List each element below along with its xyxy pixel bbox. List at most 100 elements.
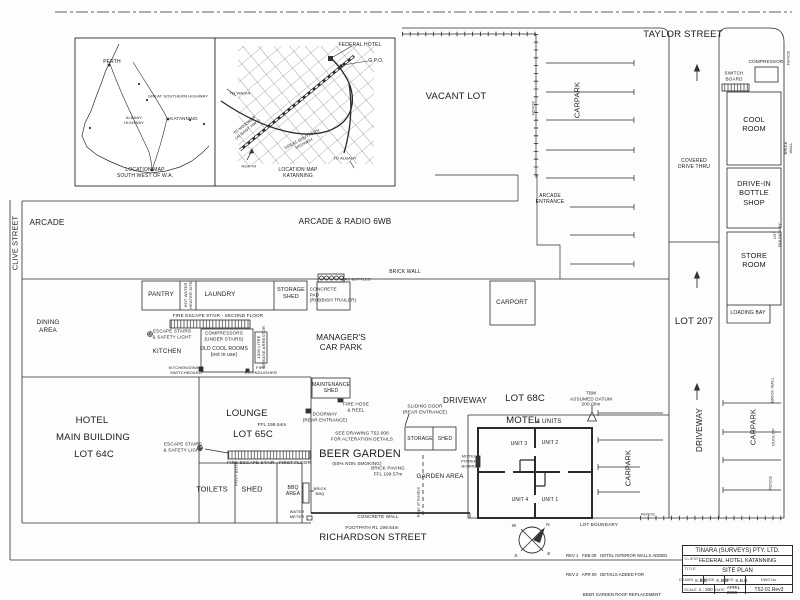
label-old-cool-rooms: OLD COOL ROOMS (not in use) <box>199 345 249 358</box>
label-compressors-under-stairs: COMPRESSORS (UNDER STAIRS) <box>204 330 244 341</box>
label-fire-escape-first: FIRE ESCAPE STAIR - FIRST FLOOR <box>227 460 311 466</box>
label-taylor-street: TAYLOR STREET <box>643 29 723 41</box>
label-bbq-area: BBQ AREA <box>285 484 301 497</box>
scale-cell: SCALE 1 : 200 <box>683 585 715 594</box>
label-motel-power-board: MOTEL POWER BOARD <box>461 453 477 469</box>
label-water-meter: WATER METER <box>289 509 305 519</box>
label-carpark-east: CARPARK <box>748 408 758 446</box>
label-fire-escape-second: FIRE ESCAPE STAIR - SECOND FLOOR <box>172 313 264 319</box>
label-escape-stairs-2: ESCAPE STAIRS & SAFETY LIGHT <box>163 441 203 452</box>
label-map-gpo: G.P.O. <box>368 57 384 64</box>
label-map-north: NORTH <box>241 163 257 169</box>
revision-notes: REV 1 FEB 08 HOTEL INTERIOR WALLS ADDED … <box>566 540 667 600</box>
label-beer-garden: BEER GARDEN <box>319 448 401 461</box>
label-fence-north: FENCE <box>530 100 536 116</box>
date-label: DATE <box>715 587 725 592</box>
label-arcade-radio: ARCADE & RADIO 6WB <box>298 216 392 226</box>
boundaries <box>9 11 792 561</box>
label-kitchen: KITCHEN <box>152 348 182 356</box>
label-tbm-datum: TBM ASSUMED DATUM 200.00m <box>570 390 612 407</box>
label-dining-area: DINING AREA <box>36 319 60 334</box>
label-unit-1: UNIT 1 <box>541 496 559 503</box>
drawn-label: DRAWN <box>679 578 694 582</box>
design-label: DESIGN <box>699 578 715 582</box>
label-carport: CARPORT <box>496 299 528 307</box>
compass-n: N <box>546 522 550 528</box>
label-lot-68c: LOT 68C <box>505 393 545 405</box>
label-post-box: POST BOX <box>233 464 239 486</box>
label-map-federal-hotel: FEDERAL HOTEL <box>338 41 382 48</box>
client-value: FEDERAL HOTEL KATANNING <box>698 557 777 564</box>
label-pantry: PANTRY <box>148 291 174 299</box>
label-brick-wall: BRICK WALL <box>389 268 421 275</box>
revision-1: REV 1 FEB 08 HOTEL INTERIOR WALLS ADDED <box>566 552 668 558</box>
label-map-albany-highway: ALBANY HIGHWAY <box>124 115 144 125</box>
checked-label: CHKD <box>722 578 734 582</box>
label-concrete-wall: CONCRETE WALL <box>357 514 399 520</box>
label-driveway-east: DRIVEWAY <box>694 408 704 452</box>
label-storage-shed-north: STORAGE SHED <box>277 287 305 300</box>
label-dunlop: DUNLOP <box>770 428 776 446</box>
checked-cell: CHKD K.B.B <box>722 576 748 584</box>
compass-rose <box>518 526 546 554</box>
label-see-drawing: SEE DRAWING T52-008 FOR ALTERATION DETAI… <box>330 430 394 441</box>
label-laundry: LAUNDRY <box>204 291 236 299</box>
label-lot-boundary-south: LOT BOUNDARY <box>580 522 618 528</box>
label-doorway-rear: DOORWAY (REAR ENTRANCE) <box>302 411 348 422</box>
label-covered-drive-thru: COVERED DRIVE THRU <box>678 157 710 170</box>
label-fire-hose-reel: FIRE HOSE & REEL <box>342 401 370 412</box>
revision-2b: BEER GARDEN ROOF REPLACEMENT <box>566 591 662 597</box>
design-cell: DESIGN K.B.B <box>700 576 729 584</box>
label-map-perth: PERTH <box>103 58 121 65</box>
dwg-number-cell: T52-01 Rev3 <box>746 585 792 594</box>
date-cell: DATE APRIL 2006 <box>715 584 746 595</box>
checked-value: K.B.B <box>735 577 748 583</box>
label-clive-street: CLIVE STREET <box>10 215 20 271</box>
label-shed-toilet-row: SHED <box>241 484 263 494</box>
drawn-value: K.B.B <box>695 577 707 583</box>
title-block: TINARA (SURVEYS) PTY. LTD. CLIENT FEDERA… <box>679 545 793 595</box>
label-non-smoking: (50% NON SMOKING) <box>332 461 382 467</box>
label-richardson-street: RICHARDSON STREET <box>319 532 427 544</box>
compass-w: W <box>511 523 517 529</box>
revision-2: REV 2 APR 09 DETAILS ADDED FOR <box>566 572 645 578</box>
label-driveway-middle: DRIVEWAY <box>443 395 487 405</box>
scale-label: SCALE <box>684 587 697 592</box>
label-garden-area: GARDEN AREA <box>416 473 464 481</box>
label-brick-wall-east-2: BRICK WALL <box>769 377 775 403</box>
label-main-building: MAIN BUILDING <box>56 432 130 444</box>
title-block-company: TINARA (SURVEYS) PTY. LTD. <box>683 546 792 556</box>
dwg-value: T52-01 Rev3 <box>754 586 784 593</box>
label-shed-mid: SHED <box>437 435 453 442</box>
label-arcade: ARCADE <box>29 217 65 227</box>
label-hot-water: HOT WATER HEATER SITE <box>183 281 193 309</box>
label-map-sw-title: LOCATION MAP SOUTH WEST OF W.A. <box>116 166 174 179</box>
label-grease-arrestor: 1000 LITRE GREASE ARRESTOR <box>256 326 266 368</box>
bottle-shop-block <box>721 66 782 324</box>
label-motel-units: 4 UNITS <box>536 418 562 426</box>
label-switch-board: SWITCH BOARD <box>724 70 744 81</box>
label-fence-east-2: FENCE <box>767 475 773 491</box>
label-brick-bbq: BRICK BBQ <box>313 486 327 496</box>
label-managers-car-park: MANAGER'S CAR PARK <box>316 332 366 352</box>
label-lot-207: LOT 207 <box>674 316 714 328</box>
client-label: CLIENT <box>684 556 700 561</box>
label-brick-paving: BRICK PAVING FFL 199.57m <box>371 465 405 476</box>
design-value: K.B.B <box>716 577 729 583</box>
label-footpath-rl: FOOTPATH RL 199.54m <box>345 525 399 531</box>
label-vacant-lot: VACANT LOT <box>425 91 487 103</box>
label-unit-2: UNIT 2 <box>541 439 559 446</box>
label-maintenance-shed: MAINTENANCE SHED <box>311 381 351 394</box>
label-motel: MOTEL <box>506 415 540 427</box>
label-arcade-entrance: ARCADE ENTRANCE <box>535 192 565 205</box>
date-value: APRIL 2006 <box>726 584 740 595</box>
label-fence-east-1: FENCE <box>785 50 791 66</box>
label-sliding-door: SLIDING DOOR (REAR ENTRANCE) <box>402 403 448 414</box>
title-block-title-row: TITLE SITE PLAN <box>683 566 792 576</box>
label-fence-south: FENCE <box>640 511 656 517</box>
title-block-scale-row: SCALE 1 : 200 DATE APRIL 2006 T52-01 Rev… <box>683 584 792 595</box>
label-edge-of-garden: Edge of Garden <box>415 486 421 518</box>
label-cool-room: COOL ROOM <box>742 114 766 133</box>
label-lounge: LOUNGE <box>226 408 268 420</box>
